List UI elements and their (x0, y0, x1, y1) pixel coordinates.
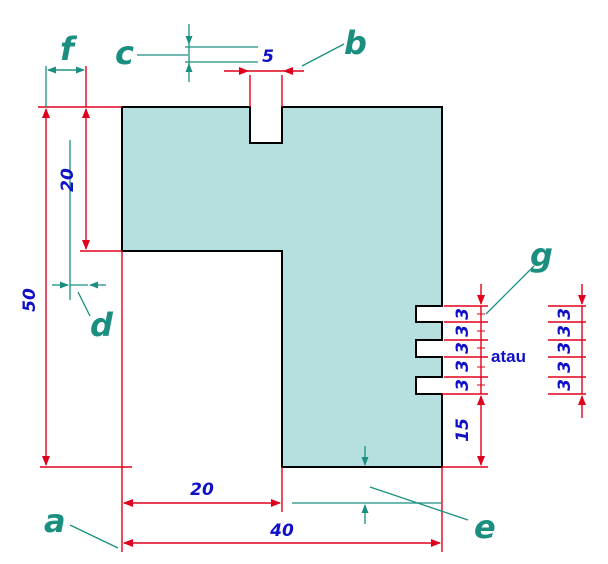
label-b: b (344, 24, 367, 62)
label-g: g (530, 236, 553, 274)
pitch-label: 3 (555, 361, 575, 373)
plate-shape (121, 106, 443, 468)
pitch-label: 3 (453, 325, 473, 337)
label-c: c (115, 34, 134, 72)
dim-slot-width: 5 (262, 47, 274, 67)
alternative-word: atau (491, 347, 526, 366)
pitch-labels-alt: 3 3 3 3 3 (555, 308, 575, 391)
pitch-label: 3 (555, 325, 575, 337)
label-f: f (60, 30, 78, 68)
pitch-labels-main: 3 3 3 3 3 3 (453, 308, 473, 391)
dim-inner-height: 20 (58, 168, 78, 192)
label-a: a (44, 502, 66, 540)
pitch-label: 3 (453, 308, 473, 320)
dim-bottom-gap: 15 (453, 418, 473, 442)
pitch-label: 3 (453, 360, 473, 372)
dimension-lines (38, 66, 586, 552)
pitch-label: 3 (555, 342, 575, 354)
pitch-label: 3 (555, 308, 575, 320)
pitch-label: 3 (453, 342, 473, 354)
dim-total-height: 50 (20, 288, 40, 312)
pitch-label: 3 (453, 379, 473, 391)
dim-total-width: 40 (269, 521, 294, 541)
pitch-label: 3 (555, 379, 575, 391)
dim-inner-width: 20 (190, 480, 214, 500)
leader-lines (45, 24, 535, 549)
top-slot (249, 107, 283, 144)
label-e: e (474, 508, 496, 546)
label-d: d (90, 306, 114, 344)
